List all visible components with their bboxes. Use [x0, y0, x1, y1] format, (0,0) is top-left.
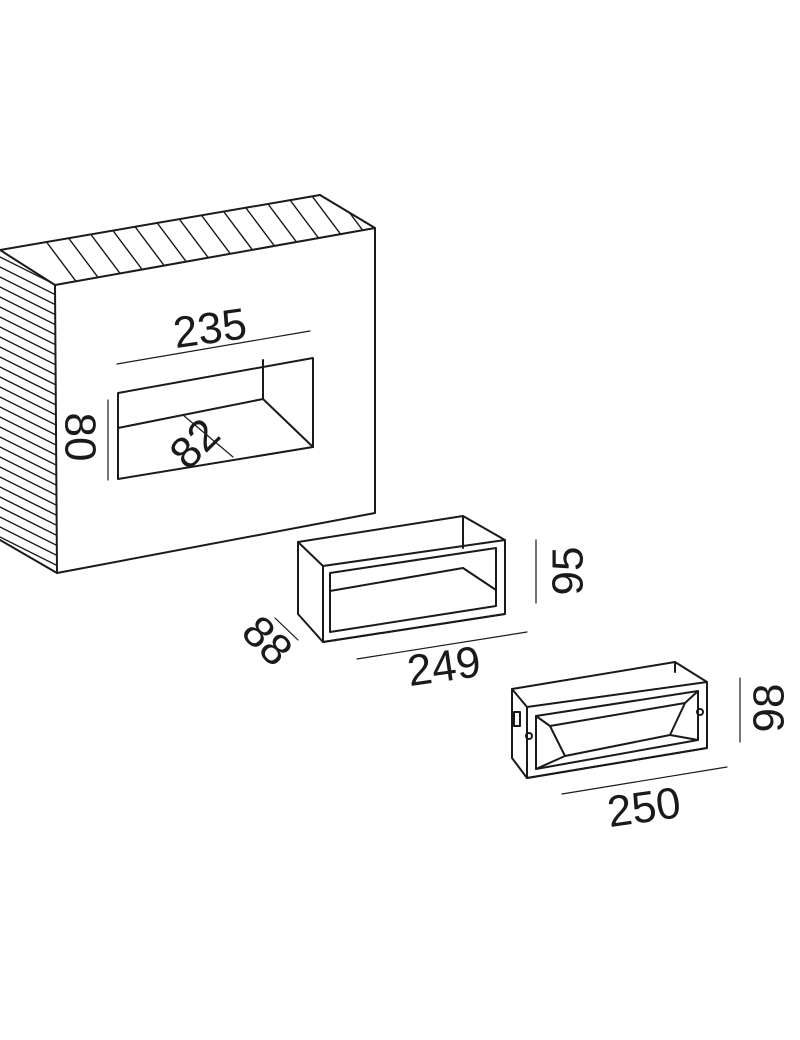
lamp-height-label: 98: [745, 684, 794, 733]
box-depth-label: 88: [232, 606, 301, 675]
lamp-width-label: 250: [604, 778, 684, 837]
box-height-label: 95: [544, 547, 593, 596]
wall-left-hatching: [0, 251, 57, 573]
screw-icon: [525, 732, 533, 740]
screw-icon: [696, 708, 704, 716]
box-width-label: 249: [404, 637, 484, 696]
opening-width-dimension-line: [116, 330, 311, 365]
box-width-dimension-line: [356, 631, 528, 660]
box-depth-dimension-line: [274, 617, 299, 641]
lamp-width-dimension-line: [561, 766, 728, 795]
opening-depth-label: 82: [160, 409, 229, 478]
recessed-box: [274, 515, 537, 660]
opening-depth-dimension-line: [182, 414, 234, 458]
lamp-fixture: [511, 661, 741, 795]
opening-height-label: 80: [56, 413, 105, 462]
wall-front-face: [54, 227, 376, 574]
wall-opening: [117, 357, 314, 480]
opening-width-label: 235: [170, 299, 250, 358]
